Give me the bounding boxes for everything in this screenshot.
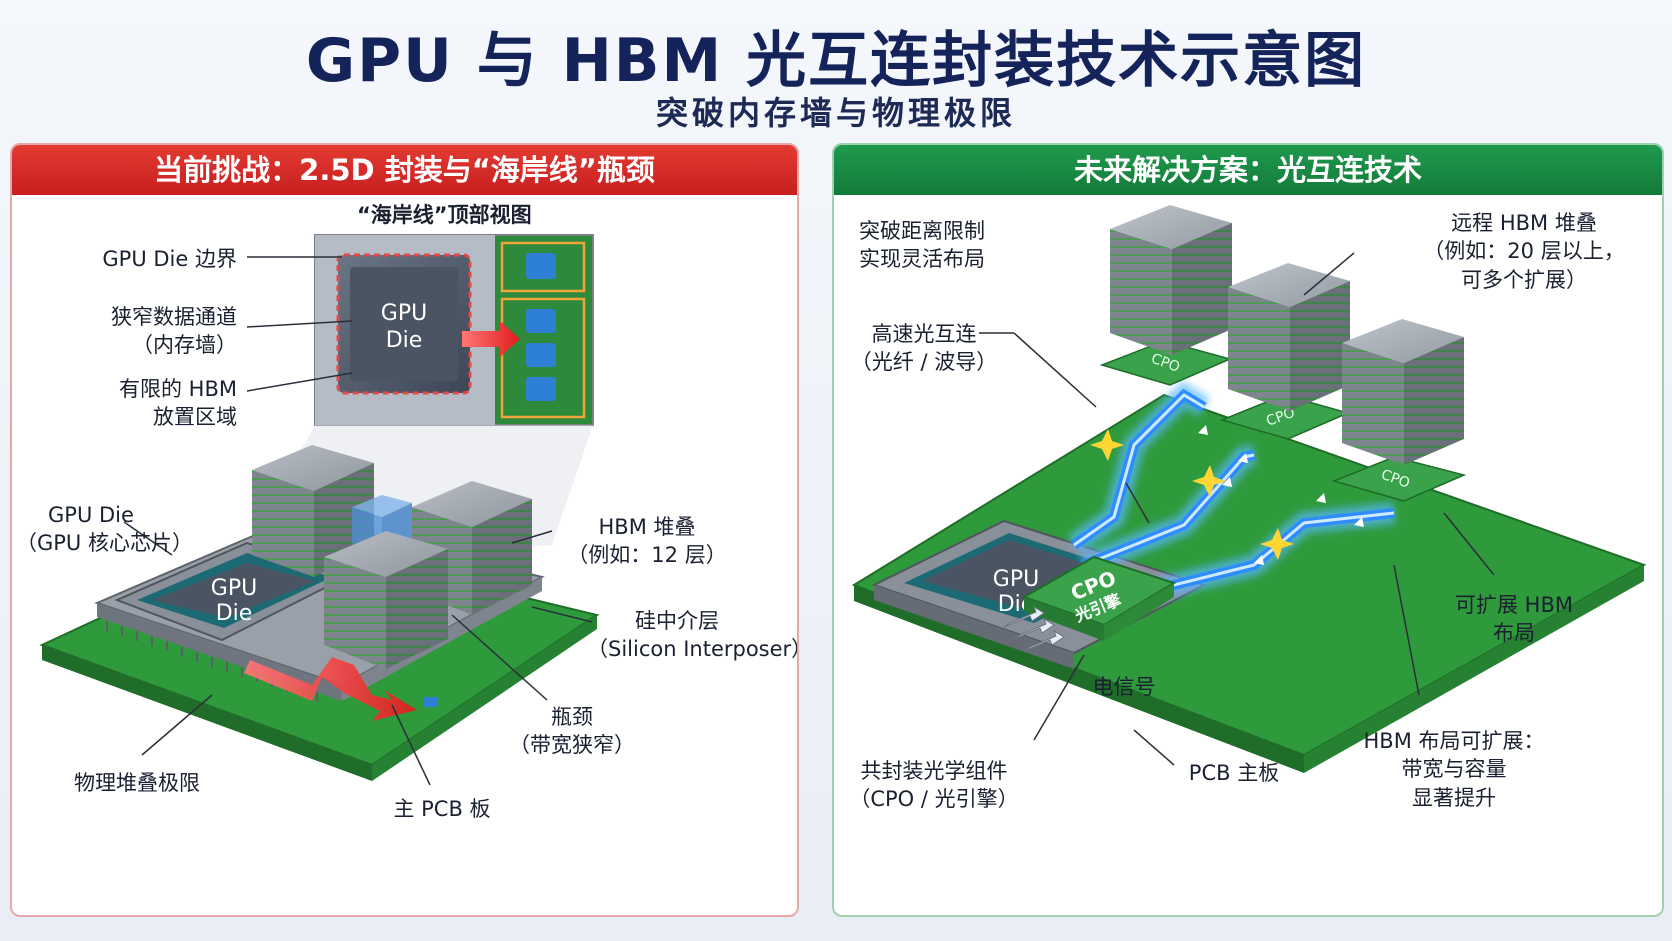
label-cpo-component-1: 共封装光学组件 bbox=[860, 759, 1008, 783]
hbm-slot-1 bbox=[526, 253, 556, 279]
label-gpu-die-1: GPU Die bbox=[48, 503, 134, 527]
label-gpu-die-boundary: GPU Die 边界 bbox=[102, 247, 237, 271]
label-bottleneck-2: （带宽狭窄） bbox=[509, 733, 635, 758]
solution-panel: 未来解决方案：光互连技术 bbox=[832, 143, 1664, 917]
label-scalable-hbm-1: 可扩展 HBM bbox=[1455, 593, 1573, 617]
right-gpu-text-1: GPU bbox=[993, 567, 1039, 592]
hbm-stack-back-left bbox=[252, 445, 374, 577]
label-electrical-signal: 电信号 bbox=[1092, 675, 1156, 699]
label-hbm-stack-1: HBM 堆叠 bbox=[598, 515, 696, 539]
inset-bottleneck-arrow bbox=[462, 321, 520, 357]
label-narrow-channel-2: （内存墙） bbox=[132, 333, 237, 358]
light-spark-2 bbox=[1192, 465, 1226, 497]
label-interposer-2: （Silicon Interposer） bbox=[587, 637, 799, 662]
challenge-illustration: GPU Die GPU bbox=[39, 234, 600, 786]
cpo-pad-1: CPO bbox=[1099, 340, 1233, 386]
label-break-distance: 突破距离限制 实现灵活布局 bbox=[859, 217, 985, 274]
label-limited-hbm-2: 放置区域 bbox=[153, 405, 237, 430]
label-break-distance-1: 突破距离限制 bbox=[859, 219, 985, 243]
label-gpu-die: GPU Die （GPU 核心芯片） bbox=[16, 501, 193, 558]
label-pcb-main: PCB 主板 bbox=[1188, 761, 1280, 785]
remote-hbm-stack-2 bbox=[1228, 263, 1350, 411]
bottleneck-arrow bbox=[244, 657, 417, 721]
gpu-die-text-2: Die bbox=[216, 601, 253, 626]
solution-illustration: GPU Die CPO 光引擎 bbox=[851, 205, 1647, 773]
remote-hbm-stack-3 bbox=[1342, 319, 1464, 465]
challenge-panel: 当前挑战：2.5D 封装与“海岸线”瓶颈 bbox=[10, 143, 799, 917]
label-gpu-die-2: （GPU 核心芯片） bbox=[16, 531, 193, 556]
label-remote-hbm-3: 可多个扩展） bbox=[1461, 267, 1587, 292]
hbm-slot-3 bbox=[526, 343, 556, 367]
label-optical-interconnect: 高速光互连 （光纤 / 波导） bbox=[844, 320, 1004, 377]
label-scalable-hbm-2: 布局 bbox=[1493, 621, 1535, 646]
label-hbm-scalable-3: 显著提升 bbox=[1412, 785, 1496, 810]
solution-heading: 未来解决方案：光互连技术 bbox=[834, 145, 1662, 195]
inset-gpu-text-1: GPU bbox=[381, 301, 427, 326]
label-bottleneck-1: 瓶颈 bbox=[551, 705, 593, 729]
label-hbm-scalable: HBM 布局可扩展： 带宽与容量 显著提升 bbox=[1354, 727, 1554, 812]
label-cpo-component: 共封装光学组件 （CPO / 光引擎） bbox=[839, 757, 1029, 814]
gpu-die-text-1: GPU bbox=[211, 576, 257, 601]
label-interposer-1: 硅中介层 bbox=[635, 609, 719, 633]
light-spark-3 bbox=[1260, 528, 1294, 560]
remote-hbm-stack-1 bbox=[1110, 205, 1232, 355]
label-narrow-channel-1: 狭窄数据通道 bbox=[111, 305, 237, 329]
label-limited-hbm-1: 有限的 HBM bbox=[119, 377, 237, 401]
label-physical-limit: 物理堆叠极限 bbox=[74, 771, 200, 795]
label-narrow-channel: 狭窄数据通道 （内存墙） bbox=[87, 303, 237, 360]
label-limited-hbm: 有限的 HBM 放置区域 bbox=[87, 375, 237, 432]
hbm-slot-4 bbox=[526, 377, 556, 401]
label-remote-hbm-2: （例如：20 层以上， bbox=[1423, 239, 1625, 264]
label-remote-hbm: 远程 HBM 堆叠 （例如：20 层以上， 可多个扩展） bbox=[1414, 209, 1634, 294]
inset-title: “海岸线”顶部视图 bbox=[357, 203, 532, 227]
light-spark-1 bbox=[1090, 429, 1124, 461]
page-title: GPU 与 HBM 光互连封装技术示意图 bbox=[305, 26, 1367, 96]
label-main-pcb: 主 PCB 板 bbox=[393, 797, 491, 821]
label-interposer: 硅中介层 （Silicon Interposer） bbox=[587, 607, 799, 664]
hbm-slot-2 bbox=[526, 309, 556, 333]
label-hbm-scalable-1: HBM 布局可扩展： bbox=[1363, 729, 1545, 753]
label-scalable-hbm: 可扩展 HBM 布局 bbox=[1444, 591, 1584, 648]
label-hbm-stack-2: （例如：12 层） bbox=[567, 543, 727, 568]
hbm-stack-front bbox=[324, 531, 448, 669]
label-break-distance-2: 实现灵活布局 bbox=[859, 247, 985, 272]
label-optical-1: 高速光互连 bbox=[871, 322, 977, 346]
label-hbm-stack: HBM 堆叠 （例如：12 层） bbox=[567, 513, 727, 570]
challenge-heading: 当前挑战：2.5D 封装与“海岸线”瓶颈 bbox=[12, 145, 797, 195]
inset-gpu-text-2: Die bbox=[386, 328, 423, 353]
label-optical-2: （光纤 / 波导） bbox=[850, 350, 998, 375]
label-bottleneck: 瓶颈 （带宽狭窄） bbox=[502, 703, 642, 760]
label-cpo-component-2: （CPO / 光引擎） bbox=[849, 787, 1019, 812]
coastline-top-view: GPU Die bbox=[314, 234, 594, 426]
label-remote-hbm-1: 远程 HBM 堆叠 bbox=[1451, 211, 1597, 235]
page-subtitle: 突破内存墙与物理极限 bbox=[655, 94, 1016, 132]
label-hbm-scalable-2: 带宽与容量 bbox=[1401, 757, 1507, 782]
cpo-pad-3: CPO bbox=[1331, 456, 1467, 502]
